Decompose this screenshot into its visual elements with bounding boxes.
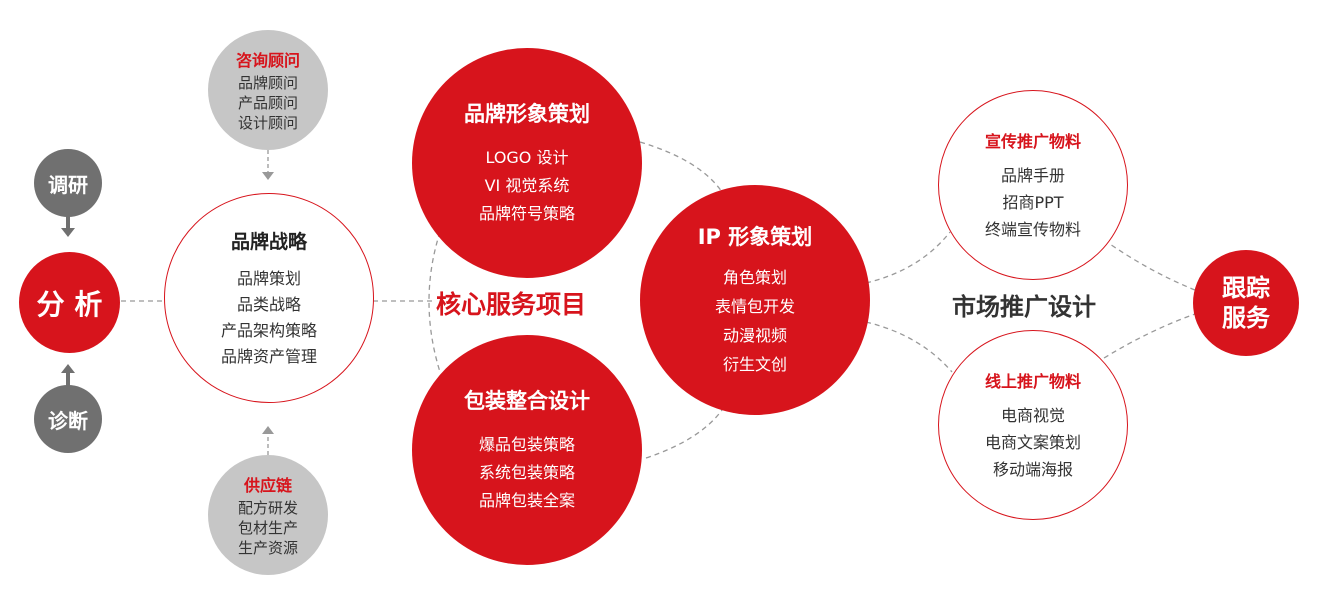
strategy-title: 品牌战略 (230, 230, 307, 253)
tracking-label-line1: 跟踪 (1222, 274, 1270, 302)
promo-materials-title: 宣传推广物料 (984, 131, 1081, 151)
ip-image-title: IP 形象策划 (697, 225, 813, 249)
diagnosis-label: 诊断 (48, 408, 88, 433)
packaging-title: 包装整合设计 (464, 389, 590, 413)
promo-materials-item: 招商PPT (1002, 192, 1064, 212)
supply-chain-item: 配方研发 (237, 499, 298, 517)
supply-chain-title: 供应链 (243, 476, 292, 495)
tracking-node: 跟踪 服务 (1193, 250, 1299, 356)
ip-image-node: IP 形象策划 角色策划 表情包开发 动漫视频 衍生文创 (640, 185, 870, 415)
promo-materials-node: 宣传推广物料 品牌手册 招商PPT 终端宣传物料 (938, 90, 1128, 280)
brand-image-item: VI 视觉系统 (484, 176, 570, 195)
ip-image-item: 衍生文创 (722, 355, 787, 374)
core-services-label: 核心服务项目 (436, 290, 587, 319)
connector-online-tracking (1103, 313, 1196, 359)
brand-image-node: 品牌形象策划 LOGO 设计 VI 视觉系统 品牌符号策略 (412, 48, 642, 278)
tracking-label-line2: 服务 (1222, 304, 1270, 332)
consulting-item: 产品顾问 (237, 94, 298, 112)
promo-materials-item: 品牌手册 (1000, 165, 1065, 185)
brand-image-item: LOGO 设计 (485, 148, 569, 167)
connector-brand-ip (639, 141, 723, 193)
promo-materials-item: 终端宣传物料 (984, 219, 1081, 239)
online-materials-item: 电商文案策划 (984, 432, 1081, 452)
online-materials-title: 线上推广物料 (984, 371, 1081, 391)
connector-ip-online (865, 321, 953, 373)
connector-pack-ip (645, 409, 723, 459)
analysis-node: 分 析 (19, 252, 120, 353)
strategy-item: 品类战略 (236, 294, 301, 314)
arrow-up-icon (262, 426, 274, 434)
brand-image-item: 品牌符号策略 (478, 204, 575, 223)
packaging-item: 品牌包装全案 (478, 491, 575, 510)
brand-image-title: 品牌形象策划 (464, 102, 590, 126)
strategy-item: 品牌资产管理 (220, 346, 317, 366)
consulting-item: 设计顾问 (237, 114, 298, 132)
supply-chain-node: 供应链 配方研发 包材生产 生产资源 (208, 455, 328, 575)
research-node: 调研 (34, 149, 102, 217)
strategy-item: 产品架构策略 (220, 320, 317, 340)
arrow-diagnosis-up-icon (61, 364, 75, 373)
arrow-research-down-icon (61, 228, 75, 237)
arrow-down-icon (262, 172, 274, 180)
online-materials-node: 线上推广物料 电商视觉 电商文案策划 移动端海报 (938, 330, 1128, 520)
diagnosis-node: 诊断 (34, 385, 102, 453)
consulting-node: 咨询顾问 品牌顾问 产品顾问 设计顾问 (208, 30, 328, 150)
supply-chain-item: 生产资源 (237, 539, 298, 557)
market-promotion-label: 市场推广设计 (952, 293, 1096, 321)
packaging-node: 包装整合设计 爆品包装策略 系统包装策略 品牌包装全案 (412, 335, 642, 565)
consulting-title: 咨询顾问 (235, 51, 300, 70)
strategy-node: 品牌战略 品牌策划 品类战略 产品架构策略 品牌资产管理 (164, 193, 374, 403)
connector-ip-promo (865, 231, 951, 284)
consulting-item: 品牌顾问 (237, 74, 298, 92)
research-label: 调研 (48, 172, 88, 197)
online-materials-item: 电商视觉 (1000, 405, 1065, 425)
supply-chain-item: 包材生产 (237, 519, 298, 537)
ip-image-item: 表情包开发 (714, 297, 795, 316)
ip-image-item: 动漫视频 (722, 326, 787, 345)
online-materials-item: 移动端海报 (992, 459, 1073, 479)
packaging-item: 爆品包装策略 (478, 435, 575, 454)
ip-image-item: 角色策划 (722, 268, 787, 287)
packaging-item: 系统包装策略 (478, 463, 575, 482)
analysis-label: 分 析 (36, 287, 103, 321)
strategy-item: 品牌策划 (236, 268, 301, 288)
connector-promo-tracking (1103, 239, 1196, 291)
